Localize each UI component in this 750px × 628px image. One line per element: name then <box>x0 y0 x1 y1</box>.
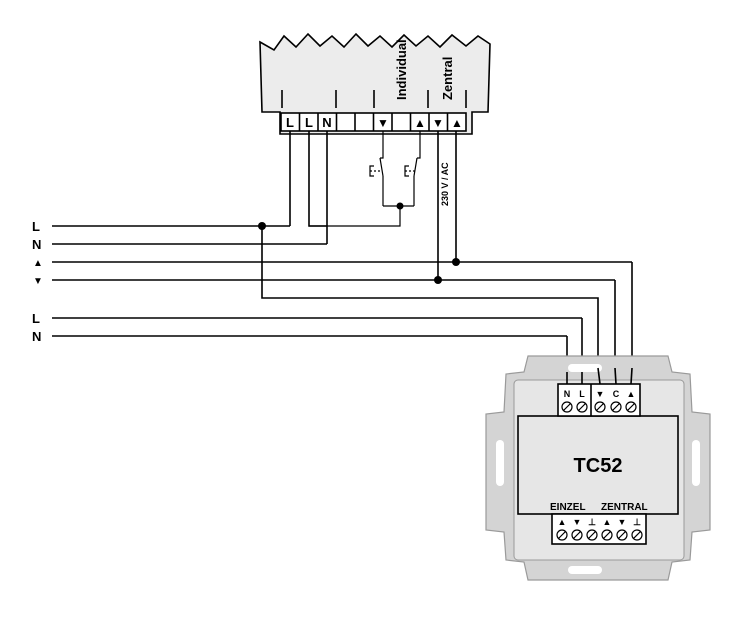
device-terminal-label: ▼ <box>596 389 605 399</box>
screw-terminals <box>556 529 643 541</box>
terminal-dividers <box>281 90 467 108</box>
junction-dot <box>452 258 460 266</box>
device-bottom-symbol: ▲ <box>603 517 612 527</box>
device-bottom-symbol: ▼ <box>618 517 627 527</box>
einzel-label: EINZEL <box>550 502 586 513</box>
device-top-terminal-block: N L ▼ C ▲ <box>557 383 641 417</box>
device-bottom-symbol: ▼ <box>573 517 582 527</box>
actuator-terminal-strip: L L N ▼ ▲ ▼ ▲ <box>280 112 467 132</box>
line-labels: L N ▲ ▼ L N <box>32 219 43 344</box>
wiring <box>52 131 633 372</box>
zentral-label: ZENTRAL <box>601 502 648 513</box>
junction-dot <box>258 222 266 230</box>
mounting-slot <box>692 440 700 486</box>
line-label-down: ▼ <box>33 276 43 287</box>
actuator-terminal: L <box>305 115 313 130</box>
individual-label: Individual <box>394 39 409 100</box>
actuator-housing: Individual Zentral L L N ▼ ▲ ▼ ▲ <box>259 32 491 135</box>
actuator-terminal: ▼ <box>377 116 389 130</box>
device-bottom-symbol: ⊥ <box>588 517 596 527</box>
tc52-device: N L ▼ C ▲ TC52 EINZEL ZENTRAL ▲ ▼ ⊥ ▲ ▼ <box>485 355 711 581</box>
actuator-terminal: ▲ <box>414 116 426 130</box>
mounting-slot <box>568 566 602 574</box>
device-bottom-symbol: ⊥ <box>633 517 641 527</box>
push-button-switches <box>309 131 421 227</box>
line-label-up: ▲ <box>33 258 43 269</box>
central-label: Zentral <box>440 57 455 100</box>
device-terminal-label: C <box>613 389 620 399</box>
line-label-N: N <box>32 237 41 252</box>
line-label-L2: L <box>32 311 40 326</box>
mounting-slot <box>496 440 504 486</box>
device-terminal-label: N <box>564 389 571 399</box>
line-label-N2: N <box>32 329 41 344</box>
actuator-body <box>259 32 491 135</box>
device-terminal-label: ▲ <box>627 389 636 399</box>
device-bottom-symbol: ▲ <box>558 517 567 527</box>
actuator-terminal: ▲ <box>451 116 463 130</box>
junction-dot <box>434 276 442 284</box>
screw-terminals <box>561 401 637 413</box>
device-terminal-label: L <box>579 389 585 399</box>
voltage-label: 230 V / AC <box>440 162 450 206</box>
device-bottom-terminal-block: ▲ ▼ ⊥ ▲ ▼ ⊥ <box>551 513 647 545</box>
actuator-terminal: N <box>322 115 331 130</box>
line-label-L: L <box>32 219 40 234</box>
mounting-slot <box>568 364 602 372</box>
actuator-terminal: L <box>286 115 294 130</box>
actuator-terminal: ▼ <box>432 116 444 130</box>
device-model: TC52 <box>574 455 623 477</box>
